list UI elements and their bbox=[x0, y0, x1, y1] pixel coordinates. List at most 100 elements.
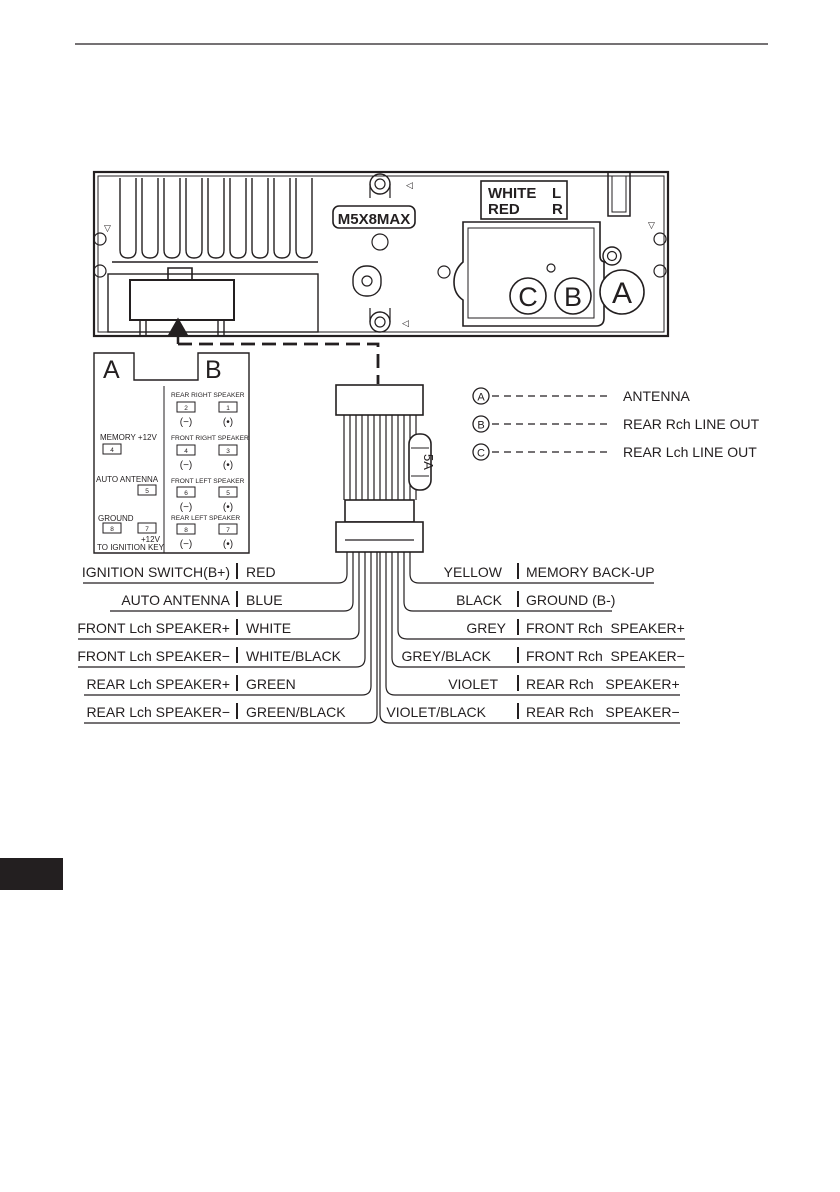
wire-color: VIOLET bbox=[448, 676, 498, 692]
wire-color: GREY bbox=[466, 620, 506, 636]
fuse-rating: 5A bbox=[421, 454, 436, 470]
left-wire-labels: IGNITION SWITCH(B+) RED AUTO ANTENNA BLU… bbox=[77, 564, 346, 720]
rca-plate bbox=[453, 221, 622, 327]
pin-box bbox=[176, 523, 196, 535]
speaker-group-rear-left: REAR LEFT SPEAKER 8 7 (−) (•) bbox=[171, 515, 240, 550]
speaker-group-front-left: FRONT LEFT SPEAKER 6 5 (−) (•) bbox=[171, 478, 245, 513]
positive-symbol: (•) bbox=[223, 460, 233, 471]
jack-c-letter: C bbox=[518, 282, 538, 312]
negative-symbol: (−) bbox=[180, 539, 193, 550]
rca-red-label: RED bbox=[488, 201, 520, 218]
mount-hole bbox=[653, 264, 667, 278]
pin-number: 1 bbox=[226, 405, 230, 412]
jack-b-letter: B bbox=[564, 282, 582, 312]
iso-pinout-panel bbox=[93, 352, 250, 554]
legend-key-b-letter: B bbox=[477, 420, 484, 432]
dashed-link bbox=[178, 342, 380, 384]
legend-rear-rch: REAR Rch LINE OUT bbox=[623, 416, 760, 432]
model-name: M5X8MAX bbox=[338, 211, 411, 228]
model-badge bbox=[332, 205, 416, 229]
pin-box bbox=[137, 484, 157, 496]
rca-jack-c bbox=[509, 277, 547, 315]
wire-function: FRONT Rch SPEAKER+ bbox=[526, 620, 685, 636]
pin-a4-label: MEMORY +12V bbox=[100, 433, 158, 442]
wire-color: BLUE bbox=[246, 592, 283, 608]
rca-label-box bbox=[480, 180, 568, 220]
pin-box bbox=[102, 443, 122, 455]
pin-box bbox=[176, 401, 196, 413]
jack-a-letter: A bbox=[612, 277, 632, 310]
legend-key-a-letter: A bbox=[477, 392, 485, 404]
pin-box bbox=[218, 523, 238, 535]
rca-white-label: WHITE bbox=[488, 185, 536, 202]
pin-a7-number: 7 bbox=[145, 526, 149, 533]
wire-color: GREEN/BLACK bbox=[246, 704, 346, 720]
wire-harness bbox=[335, 384, 424, 553]
pin-box bbox=[176, 444, 196, 456]
wire-function: REAR Rch SPEAKER− bbox=[526, 704, 680, 720]
wire-function: FRONT Rch SPEAKER− bbox=[526, 648, 685, 664]
speaker-group-label: REAR LEFT SPEAKER bbox=[171, 515, 240, 522]
legend-rear-lch: REAR Lch LINE OUT bbox=[623, 444, 757, 460]
negative-symbol: (−) bbox=[180, 502, 193, 513]
center-fixtures bbox=[352, 173, 451, 333]
pin-box bbox=[137, 522, 157, 534]
corner-arrow-right: ▽ bbox=[648, 220, 655, 230]
heatsink-fins bbox=[112, 178, 318, 263]
speaker-group-label: FRONT RIGHT SPEAKER bbox=[171, 435, 249, 442]
wire-function: MEMORY BACK-UP bbox=[526, 564, 655, 580]
antenna-jack-a bbox=[599, 269, 645, 315]
ignition-key-note: TO IGNITION KEY bbox=[97, 543, 165, 552]
wire-function: REAR Rch SPEAKER+ bbox=[526, 676, 680, 692]
pin-box bbox=[102, 522, 122, 534]
label-separators bbox=[236, 563, 519, 719]
unit-arrow-top: ◁ bbox=[406, 180, 413, 190]
wire-function: REAR Lch SPEAKER+ bbox=[86, 676, 230, 692]
wire-color: YELLOW bbox=[444, 564, 503, 580]
block-b-title: B bbox=[205, 356, 222, 384]
pin-number: 4 bbox=[184, 448, 188, 455]
wire-color: WHITE/BLACK bbox=[246, 648, 342, 664]
positive-symbol: (•) bbox=[223, 502, 233, 513]
wire-function: FRONT Lch SPEAKER+ bbox=[77, 620, 230, 636]
right-wire-labels: YELLOW MEMORY BACK-UP BLACK GROUND (B-) … bbox=[386, 564, 684, 720]
wire-leads bbox=[78, 552, 685, 724]
pin-number: 7 bbox=[226, 527, 230, 534]
negative-symbol: (−) bbox=[180, 417, 193, 428]
wire-function: FRONT Lch SPEAKER− bbox=[77, 648, 230, 664]
speaker-group-label: REAR RIGHT SPEAKER bbox=[171, 392, 245, 399]
legend-key-c bbox=[472, 443, 490, 461]
legend-antenna: ANTENNA bbox=[623, 388, 691, 404]
pin-a5-number: 5 bbox=[145, 488, 149, 495]
pin-number: 5 bbox=[226, 490, 230, 497]
fuse-holder bbox=[408, 433, 432, 491]
block-a-title: A bbox=[103, 356, 120, 384]
mount-hole bbox=[93, 264, 107, 278]
unit-arrow-bottom: ◁ bbox=[402, 318, 409, 328]
wire-color: WHITE bbox=[246, 620, 291, 636]
pin-a7-label: +12V bbox=[141, 535, 161, 544]
rca-white-side: L bbox=[552, 185, 561, 202]
wire-color: GREY/BLACK bbox=[402, 648, 492, 664]
pin-a5-label: AUTO ANTENNA bbox=[96, 475, 159, 484]
wire-function: IGNITION SWITCH(B+) bbox=[82, 564, 230, 580]
pin-box bbox=[176, 486, 196, 498]
pin-box bbox=[218, 444, 238, 456]
pin-number: 3 bbox=[226, 448, 230, 455]
language-tab-marker bbox=[0, 858, 63, 890]
pin-number: 2 bbox=[184, 405, 188, 412]
legend-key-a bbox=[472, 387, 490, 405]
pin-a4-number: 4 bbox=[110, 447, 114, 454]
legend-key-b bbox=[472, 415, 490, 433]
pin-a8-number: 8 bbox=[110, 526, 114, 533]
positive-symbol: (•) bbox=[223, 417, 233, 428]
wire-color: GREEN bbox=[246, 676, 296, 692]
negative-symbol: (−) bbox=[180, 460, 193, 471]
wire-color: VIOLET/BLACK bbox=[386, 704, 486, 720]
pin-a8-label: GROUND bbox=[98, 514, 134, 523]
iso-socket bbox=[107, 267, 319, 336]
pin-box bbox=[218, 401, 238, 413]
pin-box bbox=[218, 486, 238, 498]
legend: A ANTENNA B REAR Rch LINE OUT C REAR Lch… bbox=[472, 387, 760, 461]
